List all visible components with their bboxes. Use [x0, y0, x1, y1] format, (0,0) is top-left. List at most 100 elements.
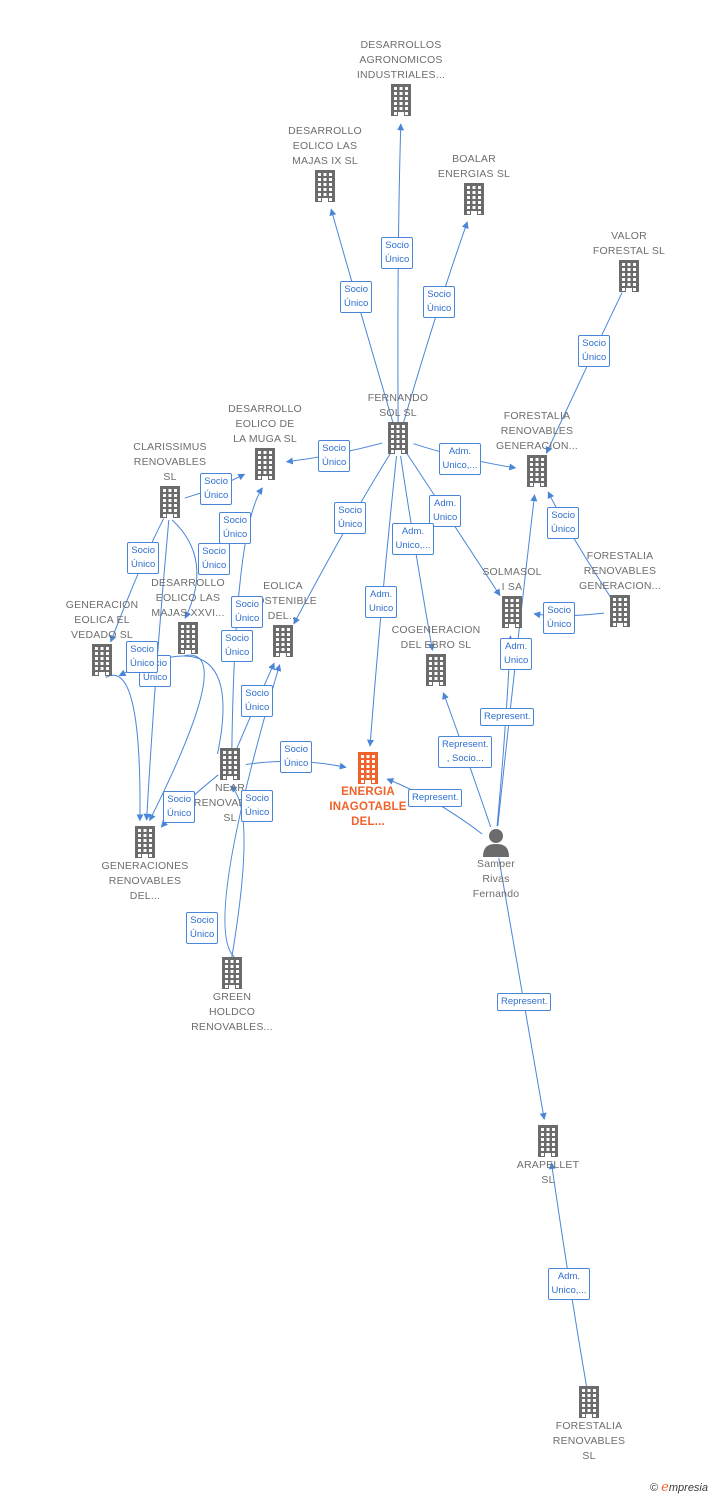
node-label: FERNANDO SOL SL [367, 392, 429, 419]
edge-vedado-to-genren [105, 674, 144, 822]
edge-label[interactable]: Socio Único [578, 335, 611, 367]
edge-label[interactable]: Socio Único [543, 602, 576, 634]
edge-label[interactable]: Adm. Unico,... [438, 443, 482, 475]
building-icon [135, 826, 155, 858]
node-label: CLARISSIMUS RENOVABLES SL [133, 441, 207, 483]
edge-label[interactable]: Represent. [480, 708, 535, 726]
node-green[interactable]: GREEN HOLDCO RENOVABLES... [167, 956, 297, 1035]
node-cogen[interactable]: COGENERACION DEL EBRO SL [371, 623, 501, 687]
node-label: EOLICA SOSTENIBLE DEL... [249, 580, 317, 622]
person-icon [483, 829, 509, 857]
edge-label[interactable]: Adm. Unico [500, 638, 533, 670]
edge-label[interactable]: Represent. [408, 789, 463, 807]
building-icon [315, 170, 335, 202]
edge-label[interactable]: Socio Único [241, 685, 274, 717]
edge-label[interactable]: Socio Único [280, 741, 313, 773]
node-label: VALOR FORESTAL SL [592, 230, 666, 257]
building-icon [579, 1386, 599, 1418]
node-dlmxxvi[interactable]: DESARROLLO EOLICO LAS MAJAS XXVI... [123, 576, 253, 655]
edge-label[interactable]: Socio Único [127, 542, 160, 574]
building-icon [220, 748, 240, 780]
node-arapellet[interactable]: ARAPELLET SL [483, 1124, 613, 1188]
edge-label[interactable]: Adm. Unico,... [547, 1268, 591, 1300]
node-frg2[interactable]: FORESTALIA RENOVABLES GENERACION... [555, 549, 685, 628]
node-label: SOLMASOL I SA [482, 566, 542, 593]
building-icon [255, 448, 275, 480]
node-dlm9[interactable]: DESARROLLO EOLICO LAS MAJAS IX SL [260, 124, 390, 203]
edge-label[interactable]: Represent. [497, 993, 552, 1011]
edge-label[interactable]: Represent. , Socio... [438, 736, 493, 768]
edge-label[interactable]: Socio Único [334, 502, 367, 534]
building-icon [388, 422, 408, 454]
building-icon [610, 595, 630, 627]
building-icon [92, 644, 112, 676]
node-genren[interactable]: GENERACIONES RENOVABLES DEL... [80, 825, 210, 904]
edge-label[interactable]: Socio Único [221, 630, 254, 662]
building-icon [273, 625, 293, 657]
building-icon [178, 622, 198, 654]
node-label: Samper Rivas Fernando [472, 858, 520, 900]
edge-dlmxxvi-to-genren [149, 654, 205, 822]
edge-label[interactable]: Socio Único [186, 912, 219, 944]
node-label: GENERACION EOLICA EL VEDADO SL [65, 599, 139, 641]
node-label: DESARROLLO EOLICO LAS MAJAS XXVI... [151, 577, 225, 619]
node-label: DESARROLLOS AGRONOMICOS INDUSTRIALES... [356, 39, 446, 81]
brand-mark[interactable]: © empresia [650, 1480, 708, 1495]
node-solmasol[interactable]: SOLMASOL I SA [447, 565, 577, 629]
node-label: GENERACIONES RENOVABLES DEL... [101, 860, 189, 902]
building-icon [358, 752, 378, 784]
edge-label[interactable]: Socio Único [241, 790, 274, 822]
node-boalar[interactable]: BOALAR ENERGIAS SL [409, 152, 539, 216]
edge-label[interactable]: Socio Único [163, 791, 196, 823]
node-clar[interactable]: CLARISSIMUS RENOVABLES SL [105, 440, 235, 519]
node-frg1[interactable]: FORESTALIA RENOVABLES GENERACION... [472, 409, 602, 488]
edge-fernando-to-dai [397, 123, 405, 425]
edge-label[interactable]: Adm. Unico,... [391, 523, 435, 555]
brand-initial: e [661, 1480, 669, 1495]
edge-label[interactable]: Socio Único [126, 641, 159, 673]
edge-green-to-eolica [224, 664, 282, 958]
node-valor[interactable]: VALOR FORESTAL SL [564, 229, 694, 293]
edge-label[interactable]: Socio Único [381, 237, 414, 269]
building-icon [527, 455, 547, 487]
brand-name: mpresia [668, 1482, 708, 1494]
node-label: FORESTALIA RENOVABLES SL [552, 1420, 626, 1462]
edge-label[interactable]: Socio Único [219, 512, 252, 544]
building-icon [160, 486, 180, 518]
node-energia[interactable]: ENERGIA INAGOTABLE DEL... [303, 751, 433, 830]
node-label: ARAPELLET SL [516, 1159, 580, 1186]
node-label: ENERGIA INAGOTABLE DEL... [329, 786, 407, 828]
edge-label[interactable]: Adm. Unico [429, 495, 462, 527]
copyright-symbol: © [650, 1482, 659, 1494]
edge-label[interactable]: Socio Único [423, 286, 456, 318]
edge-clar-to-dlmxxvi [171, 519, 198, 619]
edge-label[interactable]: Socio Único [340, 281, 373, 313]
node-label: GREEN HOLDCO RENOVABLES... [191, 991, 273, 1033]
node-frsl[interactable]: FORESTALIA RENOVABLES SL [524, 1385, 654, 1464]
node-label: DESARROLLO EOLICO LAS MAJAS IX SL [288, 125, 362, 167]
edge-label[interactable]: Socio Único [318, 440, 351, 472]
node-fernando[interactable]: FERNANDO SOL SL [333, 391, 463, 455]
building-icon [426, 654, 446, 686]
building-icon [391, 84, 411, 116]
edge-label[interactable]: Socio Único [547, 507, 580, 539]
node-label: FORESTALIA RENOVABLES GENERACION... [579, 550, 661, 592]
node-label: COGENERACION DEL EBRO SL [391, 624, 481, 651]
building-icon [538, 1125, 558, 1157]
edge-label[interactable]: Socio Único [198, 543, 231, 575]
node-eolica[interactable]: EOLICA SOSTENIBLE DEL... [218, 579, 348, 658]
building-icon [502, 596, 522, 628]
building-icon [619, 260, 639, 292]
edge-label[interactable]: Socio Único [231, 596, 264, 628]
node-dai[interactable]: DESARROLLOS AGRONOMICOS INDUSTRIALES... [336, 38, 466, 117]
node-label: DESARROLLO EOLICO DE LA MUGA SL [228, 403, 302, 445]
edge-near-to-muga [231, 487, 263, 749]
edge-label[interactable]: Adm. Unico [365, 586, 398, 618]
node-vedado[interactable]: GENERACION EOLICA EL VEDADO SL [37, 598, 167, 677]
edge-green-to-near [229, 785, 245, 958]
node-label: BOALAR ENERGIAS SL [437, 153, 511, 180]
node-samper[interactable]: Samper Rivas Fernando [431, 827, 561, 902]
edge-label[interactable]: Socio Único [200, 473, 233, 505]
node-muga[interactable]: DESARROLLO EOLICO DE LA MUGA SL [200, 402, 330, 481]
